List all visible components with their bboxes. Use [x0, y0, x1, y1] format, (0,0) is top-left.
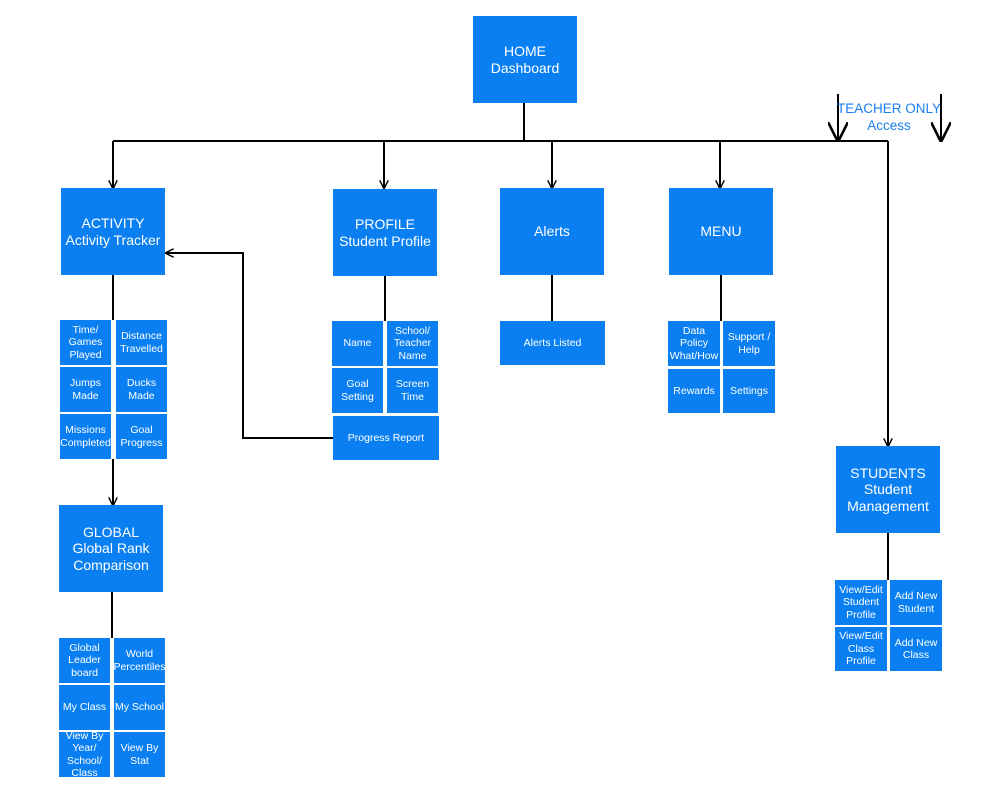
- school-teacher-name-tile[interactable]: School/ Teacher Name: [387, 321, 438, 366]
- menu-box[interactable]: MENU: [669, 188, 773, 275]
- world-percentiles-tile[interactable]: World Percentiles: [114, 638, 165, 683]
- support-help-tile[interactable]: Support / Help: [723, 321, 775, 366]
- view-edit-class-profile-tile[interactable]: View/Edit Class Profile: [835, 627, 887, 671]
- global-rank-box[interactable]: GLOBAL Global Rank Comparison: [59, 505, 163, 592]
- my-class-tile[interactable]: My Class: [59, 685, 110, 730]
- add-new-student-tile[interactable]: Add New Student: [890, 580, 942, 625]
- view-edit-student-profile-tile[interactable]: View/Edit Student Profile: [835, 580, 887, 625]
- alerts-box[interactable]: Alerts: [500, 188, 604, 275]
- my-school-tile[interactable]: My School: [114, 685, 165, 730]
- data-policy-tile[interactable]: Data Policy What/How: [668, 321, 720, 366]
- global-leaderboard-tile[interactable]: Global Leader board: [59, 638, 110, 683]
- view-by-year-school-class-tile[interactable]: View By Year/ School/ Class: [59, 732, 110, 777]
- name-tile[interactable]: Name: [332, 321, 383, 366]
- jumps-made-tile[interactable]: Jumps Made: [60, 367, 111, 412]
- teacher-only-note: TEACHER ONLY Access: [836, 101, 942, 133]
- distance-travelled-tile[interactable]: Distance Travelled: [116, 320, 167, 365]
- missions-completed-tile[interactable]: Missions Completed: [60, 414, 111, 459]
- time-games-played-tile[interactable]: Time/ Games Played: [60, 320, 111, 365]
- home-dashboard-box[interactable]: HOME Dashboard: [473, 16, 577, 103]
- progress-report-to-activity-arrow: [166, 253, 333, 439]
- view-by-stat-tile[interactable]: View By Stat: [114, 732, 165, 777]
- student-profile-box[interactable]: PROFILE Student Profile: [333, 189, 437, 276]
- settings-tile[interactable]: Settings: [723, 369, 775, 413]
- ducks-made-tile[interactable]: Ducks Made: [116, 367, 167, 412]
- add-new-class-tile[interactable]: Add New Class: [890, 627, 942, 671]
- screen-time-tile[interactable]: Screen Time: [387, 368, 438, 413]
- alerts-listed-tile[interactable]: Alerts Listed: [500, 321, 605, 365]
- goal-setting-tile[interactable]: Goal Setting: [332, 368, 383, 413]
- progress-report-tile[interactable]: Progress Report: [333, 416, 439, 460]
- student-management-box[interactable]: STUDENTS Student Management: [836, 446, 940, 533]
- activity-tracker-box[interactable]: ACTIVITY Activity Tracker: [61, 188, 165, 275]
- rewards-tile[interactable]: Rewards: [668, 369, 720, 413]
- goal-progress-tile[interactable]: Goal Progress: [116, 414, 167, 459]
